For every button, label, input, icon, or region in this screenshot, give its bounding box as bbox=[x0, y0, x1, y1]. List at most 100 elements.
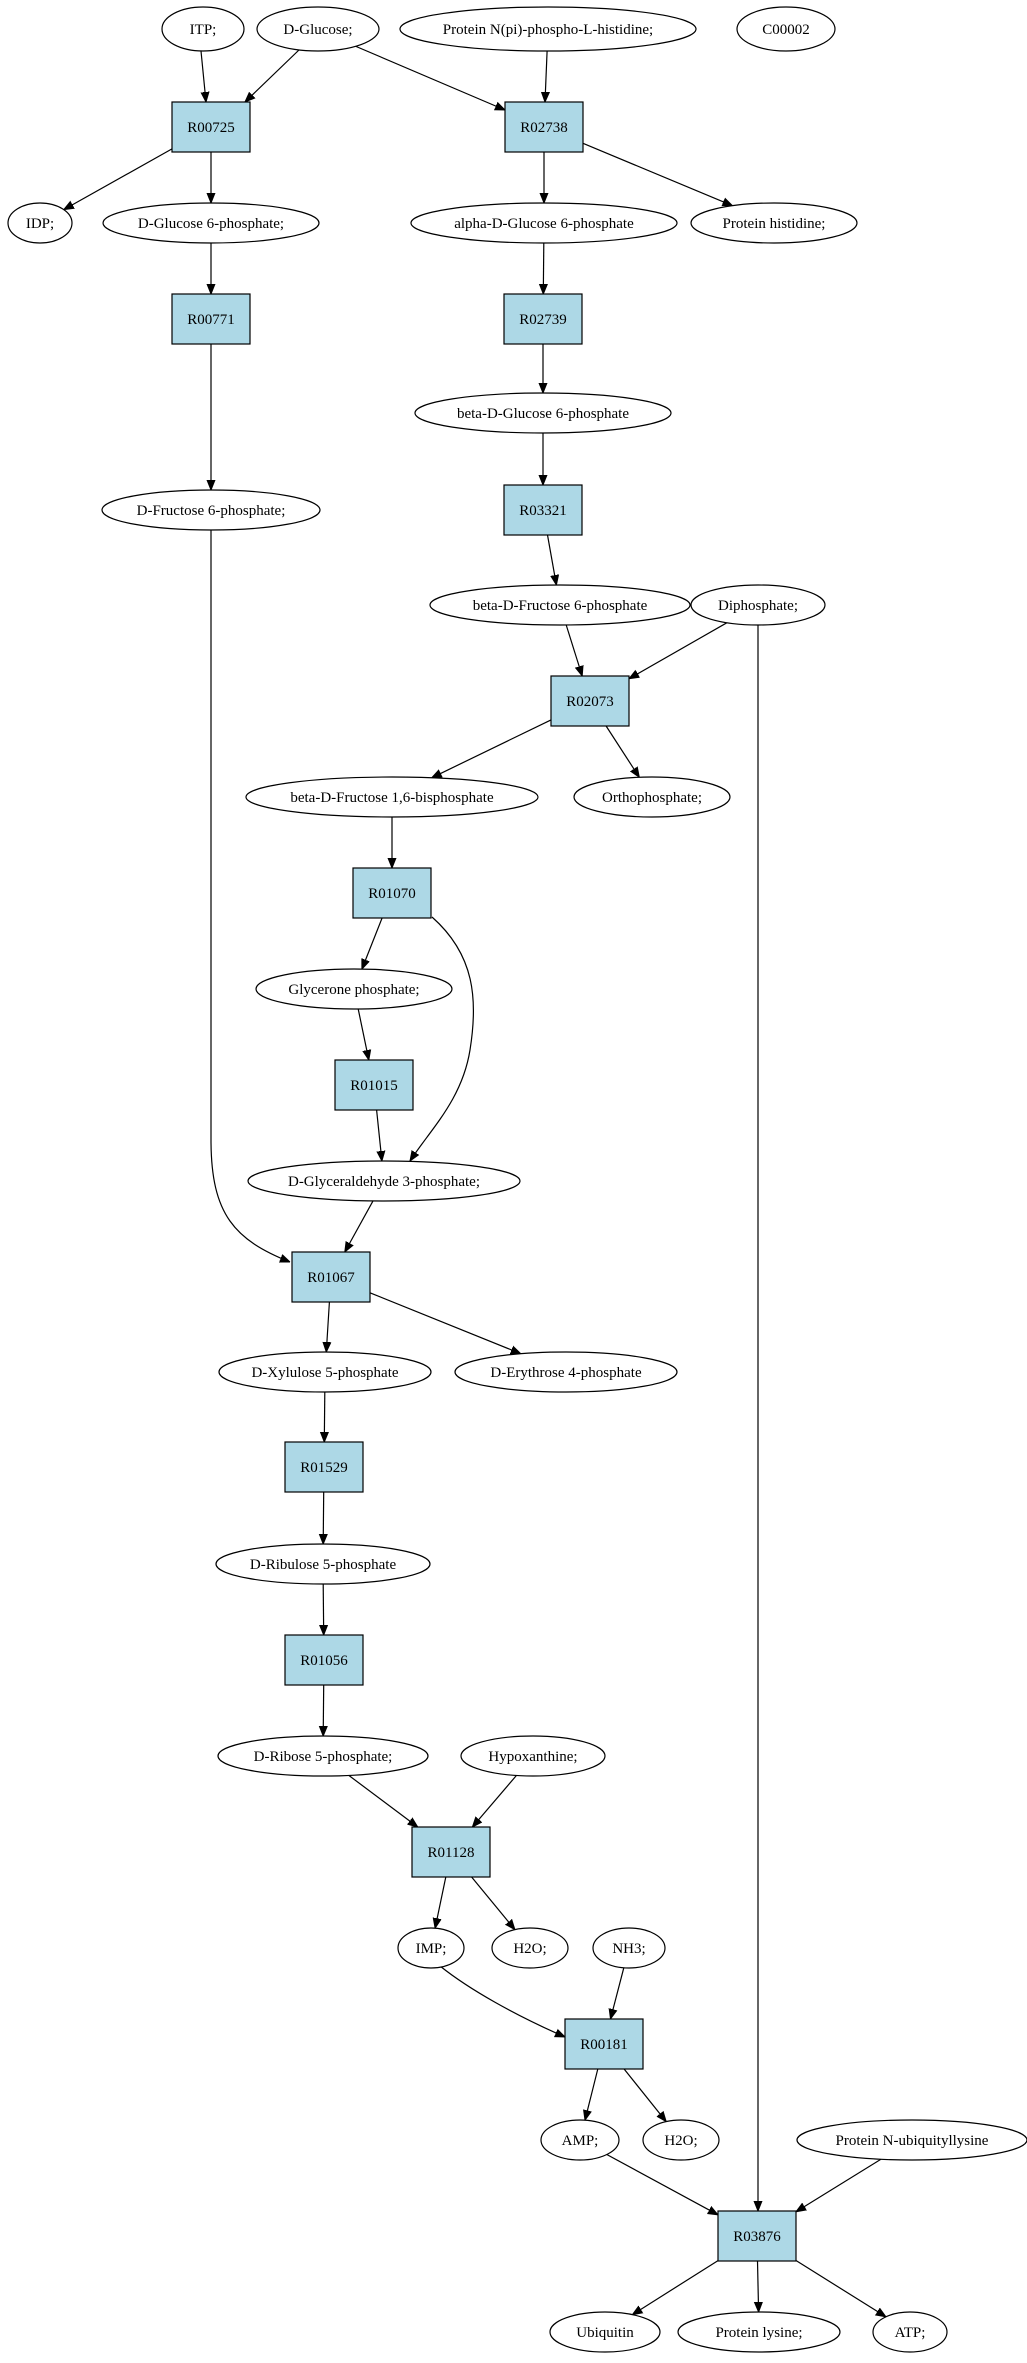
compound-node-hypoxanthine[interactable]: Hypoxanthine; bbox=[460, 1735, 606, 1777]
reaction-node-r02073[interactable]: R02073 bbox=[550, 675, 630, 727]
reaction-box bbox=[334, 1059, 414, 1111]
compound-node-amp[interactable]: AMP; bbox=[540, 2119, 620, 2161]
compound-node-d-xylulose-5p[interactable]: D-Xylulose 5-phosphate bbox=[218, 1351, 432, 1393]
node-label: R00181 bbox=[580, 2037, 628, 2053]
compound-node-orthophosphate[interactable]: Orthophosphate; bbox=[573, 776, 731, 818]
compound-node-protein-histidine[interactable]: Protein histidine; bbox=[690, 202, 858, 244]
compound-node-h2o-1[interactable]: H2O; bbox=[491, 1927, 569, 1969]
compound-node-d-erythrose-4p[interactable]: D-Erythrose 4-phosphate bbox=[454, 1351, 678, 1393]
edge-r02738-to-protein-histidine bbox=[582, 142, 733, 207]
reaction-node-r01056[interactable]: R01056 bbox=[284, 1634, 364, 1686]
node-label: R01529 bbox=[300, 1460, 348, 1476]
compound-node-beta-d-glucose-6p[interactable]: beta-D-Glucose 6-phosphate bbox=[414, 392, 672, 434]
node-label: R02739 bbox=[519, 312, 567, 328]
compound-node-imp[interactable]: IMP; bbox=[397, 1927, 465, 1969]
reaction-box bbox=[503, 484, 583, 536]
edge-r01056-to-d-ribose-5p bbox=[323, 1684, 324, 1736]
compound-node-d-ribose-5p[interactable]: D-Ribose 5-phosphate; bbox=[217, 1735, 429, 1777]
edge-glycerone-p-to-r01015 bbox=[357, 1008, 369, 1060]
reaction-box bbox=[717, 2210, 797, 2262]
compound-node-diphosphate[interactable]: Diphosphate; bbox=[690, 584, 826, 626]
node-label: Ubiquitin bbox=[576, 2325, 634, 2341]
node-label: R03876 bbox=[733, 2229, 781, 2245]
node-label: Orthophosphate; bbox=[602, 790, 702, 806]
compound-ellipse bbox=[454, 1351, 678, 1393]
compound-node-atp[interactable]: ATP; bbox=[872, 2311, 948, 2353]
edge-alpha-d-glucose-6p-to-r02739 bbox=[543, 242, 544, 294]
compound-node-ubiquitin[interactable]: Ubiquitin bbox=[549, 2311, 661, 2353]
compound-node-d-glucose-6p[interactable]: D-Glucose 6-phosphate; bbox=[102, 202, 320, 244]
reaction-node-r00725[interactable]: R00725 bbox=[171, 101, 251, 153]
reaction-node-r00181[interactable]: R00181 bbox=[564, 2018, 644, 2070]
compound-ellipse bbox=[102, 202, 320, 244]
reaction-node-r00771[interactable]: R00771 bbox=[171, 293, 251, 345]
reaction-box bbox=[284, 1634, 364, 1686]
reaction-node-r01128[interactable]: R01128 bbox=[411, 1826, 491, 1878]
compound-node-itp[interactable]: ITP; bbox=[161, 6, 245, 52]
compound-node-protein-n-pi[interactable]: Protein N(pi)-phospho-L-histidine; bbox=[399, 6, 697, 52]
compound-node-d-ribulose-5p[interactable]: D-Ribulose 5-phosphate bbox=[215, 1543, 431, 1585]
node-label: D-Xylulose 5-phosphate bbox=[251, 1365, 398, 1381]
compound-ellipse bbox=[410, 202, 678, 244]
node-label: H2O; bbox=[513, 1941, 546, 1957]
compound-ellipse bbox=[397, 1927, 465, 1969]
reaction-box bbox=[171, 101, 251, 153]
reaction-node-r03876[interactable]: R03876 bbox=[717, 2210, 797, 2262]
compound-node-protein-lysine[interactable]: Protein lysine; bbox=[677, 2311, 841, 2353]
compound-node-beta-d-fructose-6p[interactable]: beta-D-Fructose 6-phosphate bbox=[429, 584, 691, 626]
node-label: NH3; bbox=[612, 1941, 645, 1957]
reaction-node-r03321[interactable]: R03321 bbox=[503, 484, 583, 536]
node-label: beta-D-Glucose 6-phosphate bbox=[457, 406, 629, 422]
node-label: AMP; bbox=[562, 2133, 599, 2149]
compound-ellipse bbox=[460, 1735, 606, 1777]
compound-node-c00002[interactable]: C00002 bbox=[736, 6, 836, 52]
node-label: D-Glyceraldehyde 3-phosphate; bbox=[288, 1174, 480, 1190]
node-label: R01070 bbox=[368, 886, 416, 902]
edge-r03876-to-atp bbox=[795, 2259, 886, 2317]
compound-node-nh3[interactable]: NH3; bbox=[592, 1927, 666, 1969]
edge-r02073-to-orthophosphate bbox=[605, 725, 639, 777]
compound-ellipse bbox=[491, 1927, 569, 1969]
reaction-node-r01067[interactable]: R01067 bbox=[291, 1251, 371, 1303]
edge-r03321-to-beta-d-fructose-6p bbox=[546, 534, 557, 585]
compound-ellipse bbox=[592, 1927, 666, 1969]
reaction-box bbox=[550, 675, 630, 727]
compound-ellipse bbox=[796, 2119, 1027, 2161]
compound-node-alpha-d-glucose-6p[interactable]: alpha-D-Glucose 6-phosphate bbox=[410, 202, 678, 244]
node-label: Protein histidine; bbox=[723, 216, 826, 232]
compound-node-d-glucose[interactable]: D-Glucose; bbox=[256, 6, 380, 52]
node-label: Protein N-ubiquityllysine bbox=[836, 2133, 989, 2149]
node-label: Diphosphate; bbox=[718, 598, 798, 614]
compound-node-h2o-2[interactable]: H2O; bbox=[642, 2119, 720, 2161]
compound-node-d-fructose-6p[interactable]: D-Fructose 6-phosphate; bbox=[101, 489, 321, 531]
nodes-layer: ITP;D-Glucose; Protein N(pi)-phospho-L-hi… bbox=[7, 6, 1027, 2353]
compound-node-idp[interactable]: IDP; bbox=[7, 202, 73, 244]
node-label: D-Glucose 6-phosphate; bbox=[138, 216, 284, 232]
edge-r01015-to-d-glyceraldehyde-3p bbox=[376, 1109, 382, 1161]
edge-r03876-to-ubiquitin bbox=[632, 2260, 719, 2315]
reaction-box bbox=[284, 1441, 364, 1493]
reaction-box bbox=[171, 293, 251, 345]
reaction-node-r01015[interactable]: R01015 bbox=[334, 1059, 414, 1111]
edge-r01128-to-h2o-1 bbox=[471, 1876, 515, 1930]
reaction-node-r01070[interactable]: R01070 bbox=[352, 867, 432, 919]
node-label: R01015 bbox=[350, 1078, 398, 1094]
compound-node-protein-n-ubiq[interactable]: Protein N-ubiquityllysine bbox=[796, 2119, 1027, 2161]
edge-r01067-to-d-erythrose-4p bbox=[369, 1292, 521, 1355]
edge-r01128-to-imp bbox=[435, 1876, 447, 1928]
node-label: H2O; bbox=[664, 2133, 697, 2149]
compound-node-d-glyceraldehyde-3p[interactable]: D-Glyceraldehyde 3-phosphate; bbox=[247, 1160, 521, 1202]
compound-node-beta-d-fructose-16bp[interactable]: beta-D-Fructose 1,6-bisphosphate bbox=[245, 776, 539, 818]
reaction-node-r02739[interactable]: R02739 bbox=[503, 293, 583, 345]
edge-nh3-to-r00181 bbox=[611, 1967, 625, 2019]
compound-ellipse bbox=[218, 1351, 432, 1393]
compound-ellipse bbox=[255, 968, 453, 1010]
reaction-box bbox=[411, 1826, 491, 1878]
node-label: R00771 bbox=[187, 312, 235, 328]
node-label: R00725 bbox=[187, 120, 235, 136]
reaction-node-r01529[interactable]: R01529 bbox=[284, 1441, 364, 1493]
edge-r01070-to-glycerone-p bbox=[361, 917, 383, 969]
compound-node-glycerone-p[interactable]: Glycerone phosphate; bbox=[255, 968, 453, 1010]
reaction-node-r02738[interactable]: R02738 bbox=[504, 101, 584, 153]
